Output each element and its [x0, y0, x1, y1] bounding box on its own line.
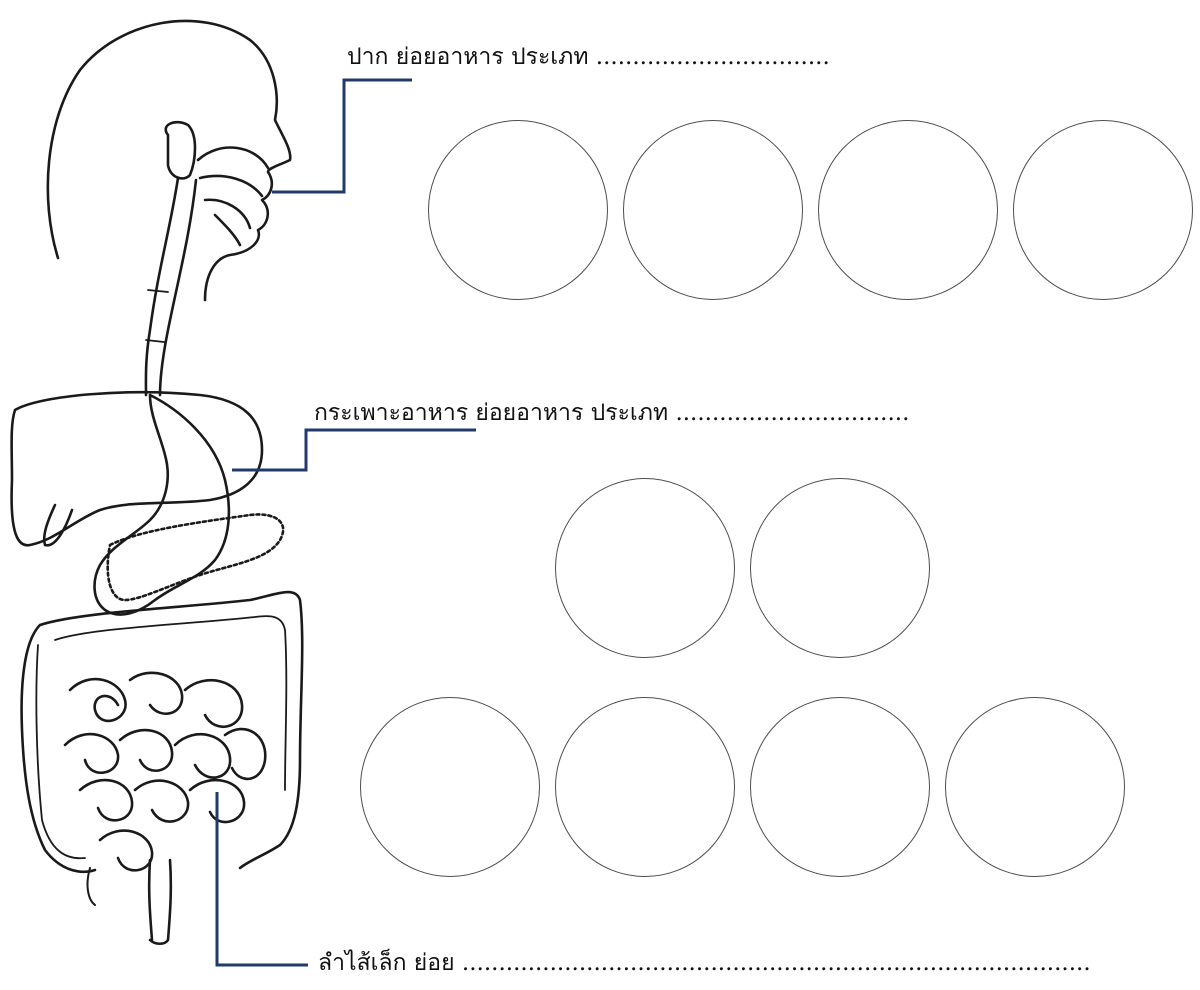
rectum — [149, 860, 171, 944]
mouth-answer-circle-3[interactable] — [818, 120, 998, 300]
pancreas — [108, 514, 283, 600]
stomach — [95, 395, 229, 615]
small-intestine-answer-circle-1[interactable] — [360, 697, 540, 877]
mouth-label-text: ปาก ย่อยอาหาร ประเภท — [347, 44, 588, 70]
stomach-label-text: กระเพาะอาหาร ย่อยอาหาร ประเภท — [314, 400, 668, 426]
large-intestine — [22, 592, 303, 872]
mouth-answer-circle-2[interactable] — [623, 120, 803, 300]
small-intestine-label: ลำไส้เล็ก ย่อย .........................… — [318, 952, 1091, 975]
mouth-label: ปาก ย่อยอาหาร ประเภท ...................… — [347, 46, 830, 69]
small-intestine-answer-blank[interactable]: ........................................… — [462, 950, 1091, 976]
stomach-leader-line — [232, 430, 476, 470]
small-intestine-answer-circle-4[interactable] — [945, 697, 1125, 877]
esophagus-right — [160, 180, 196, 395]
stomach-answer-circle-2[interactable] — [750, 478, 930, 658]
small-intestine-answer-circle-2[interactable] — [555, 697, 735, 877]
mouth-leader-line — [272, 80, 412, 192]
small-intestine-label-text: ลำไส้เล็ก ย่อย — [318, 950, 455, 976]
stomach-answer-blank[interactable]: ................................ — [675, 400, 909, 426]
appendix — [88, 868, 95, 905]
stomach-label: กระเพาะอาหาร ย่อยอาหาร ประเภท ..........… — [314, 402, 909, 425]
mouth-answer-circle-4[interactable] — [1013, 120, 1193, 300]
small-intestine — [65, 673, 265, 871]
stomach-answer-circle-1[interactable] — [555, 478, 735, 658]
mouth-answer-circle-1[interactable] — [428, 120, 608, 300]
small-intestine-answer-circle-3[interactable] — [750, 697, 930, 877]
ear — [166, 122, 195, 178]
mouth-answer-blank[interactable]: ................................ — [596, 44, 830, 70]
